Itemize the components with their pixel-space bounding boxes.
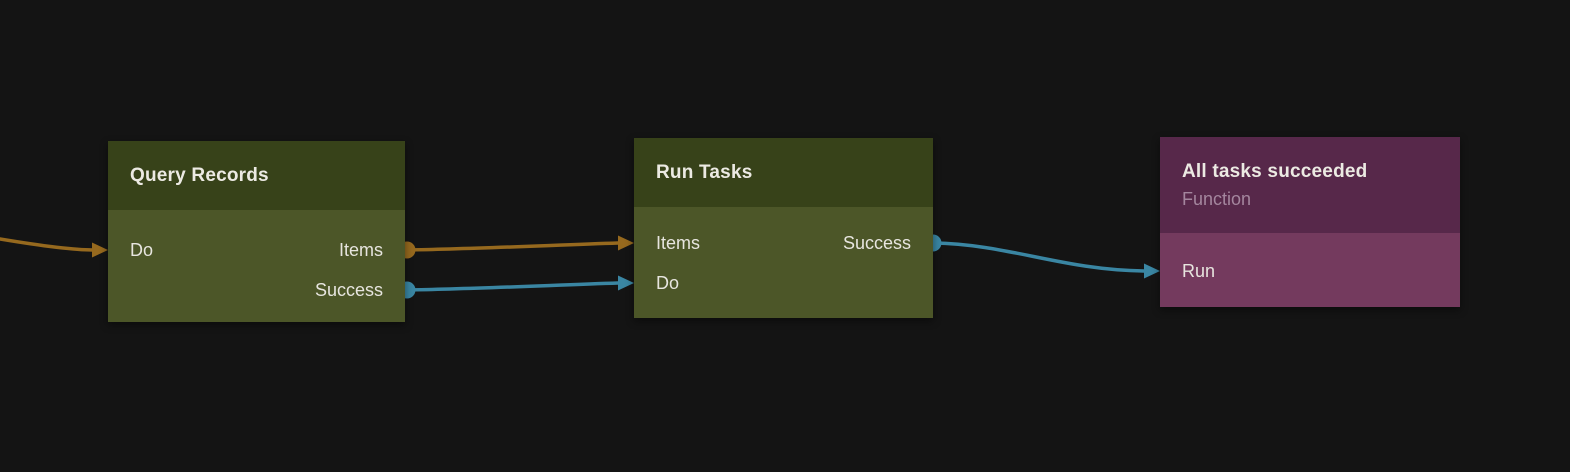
edge-runtasks-success-to-alltaskssucceeded-run[interactable]: [931, 241, 1146, 273]
node-title: All tasks succeeded: [1182, 160, 1368, 182]
port-row: Success: [108, 270, 405, 310]
port-row: Do: [634, 263, 933, 303]
node-body: Items Success Do: [634, 207, 933, 318]
output-port-success[interactable]: Success: [314, 279, 383, 300]
node-subtitle: Function: [1182, 188, 1252, 209]
port-row: Items Success: [634, 223, 933, 263]
port-arrow-runtasks-do-input[interactable]: [618, 275, 634, 291]
node-query-records[interactable]: Query Records Do Items Success: [108, 141, 405, 322]
node-body: Do Items Success: [108, 210, 405, 322]
edge-queryrecords-success-to-runtasks-do[interactable]: [405, 281, 620, 292]
node-title: Query Records: [130, 164, 269, 186]
node-all-tasks-succeeded[interactable]: All tasks succeeded Function Run: [1160, 137, 1460, 307]
edge-queryrecords-items-to-runtasks-items[interactable]: [405, 241, 620, 252]
port-row: Run: [1160, 251, 1460, 291]
node-body: Run: [1160, 233, 1460, 307]
node-title: Run Tasks: [656, 161, 753, 183]
port-arrow-queryrecords-do-input[interactable]: [92, 242, 108, 258]
node-run-tasks[interactable]: Run Tasks Items Success Do: [634, 138, 933, 318]
output-port-items[interactable]: Items: [338, 239, 383, 260]
input-port-do[interactable]: Do: [656, 272, 680, 293]
output-port-success[interactable]: Success: [842, 232, 911, 253]
edge-incoming-to-queryrecords-do[interactable]: [0, 237, 95, 252]
node-header: Query Records: [108, 141, 405, 210]
input-port-do[interactable]: Do: [130, 239, 154, 260]
port-row: Do Items: [108, 230, 405, 270]
port-arrow-runtasks-items-input[interactable]: [618, 235, 634, 251]
input-port-items[interactable]: Items: [656, 232, 701, 253]
input-port-run[interactable]: Run: [1182, 260, 1216, 281]
node-header: All tasks succeeded Function: [1160, 137, 1460, 233]
port-arrow-alltaskssucceeded-run-input[interactable]: [1144, 263, 1160, 279]
node-header: Run Tasks: [634, 138, 933, 207]
